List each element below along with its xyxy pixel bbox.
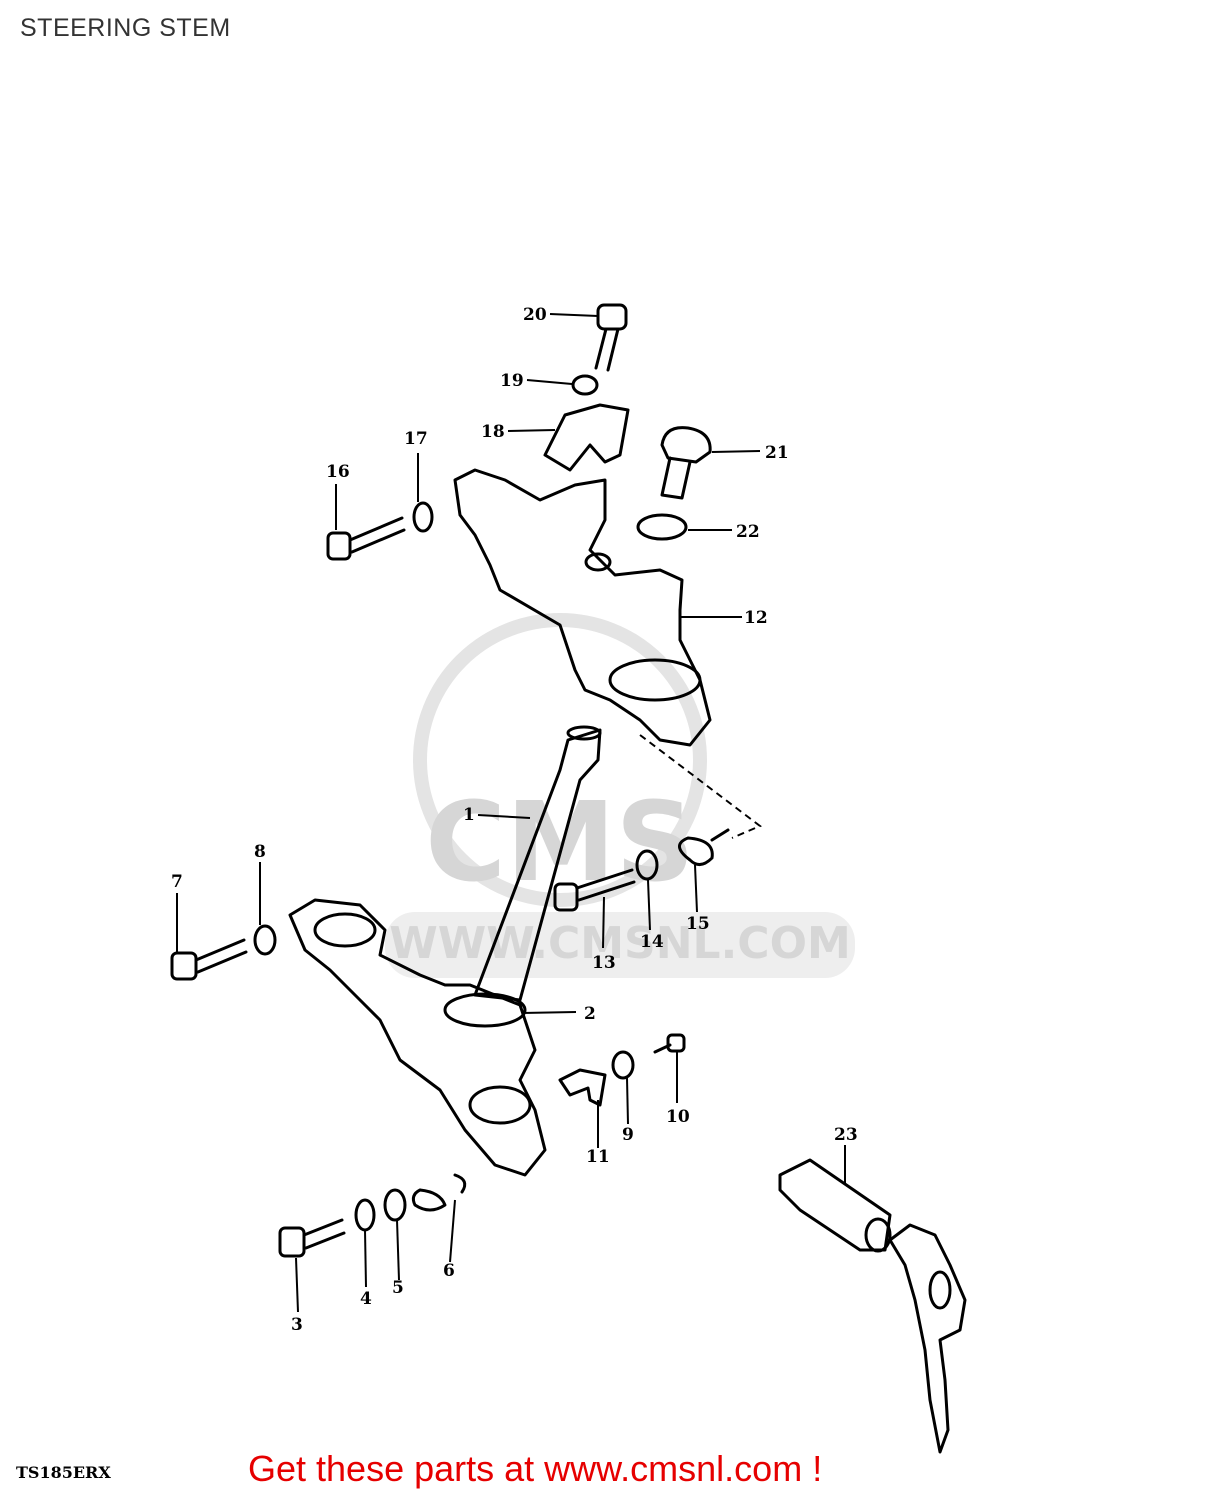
part-20-bolt bbox=[594, 303, 628, 372]
part-2-bearing bbox=[443, 992, 527, 1028]
part-11-guide bbox=[558, 1068, 607, 1107]
callout-2: 2 bbox=[584, 1004, 596, 1024]
callout-13: 13 bbox=[592, 953, 616, 973]
model-code-label: TS185ERX bbox=[16, 1463, 111, 1482]
callout-12: 12 bbox=[744, 608, 768, 628]
part-14-washer bbox=[635, 849, 659, 881]
callout-11: 11 bbox=[586, 1147, 610, 1167]
callout-19: 19 bbox=[500, 371, 524, 391]
leader-lines bbox=[176, 313, 846, 1313]
part-12-upper-bracket bbox=[453, 468, 712, 747]
callout-1: 1 bbox=[463, 805, 475, 825]
promo-link[interactable]: Get these parts at www.cmsnl.com ! bbox=[248, 1448, 823, 1489]
callout-17: 17 bbox=[404, 429, 428, 449]
callout-21: 21 bbox=[765, 443, 789, 463]
part-17-nut bbox=[412, 501, 434, 533]
callout-4: 4 bbox=[360, 1289, 372, 1309]
callout-8: 8 bbox=[254, 842, 266, 862]
part-8-nut bbox=[253, 924, 277, 956]
part-5-washer bbox=[383, 1188, 407, 1222]
callout-15: 15 bbox=[686, 914, 710, 934]
part-16-bolt bbox=[326, 516, 406, 561]
callout-22: 22 bbox=[736, 522, 760, 542]
lower-bracket-fork-hole bbox=[468, 1085, 532, 1125]
callout-14: 14 bbox=[640, 932, 664, 952]
part-3-bolt bbox=[278, 1218, 346, 1258]
lower-bracket-clamp-hole bbox=[313, 912, 377, 948]
callout-18: 18 bbox=[481, 422, 505, 442]
cmsnl-watermark: CMS WWW.CMSNL.COM bbox=[385, 613, 855, 978]
watermark-url-text: WWW.CMSNL.COM bbox=[389, 918, 851, 969]
part-21-bolt bbox=[660, 426, 712, 500]
part-9-nut bbox=[611, 1050, 635, 1080]
callout-23: 23 bbox=[834, 1125, 858, 1145]
part-13-bolt bbox=[553, 868, 636, 912]
callout-16: 16 bbox=[326, 462, 350, 482]
page-title: STEERING STEM bbox=[20, 14, 231, 42]
part-10-screw bbox=[653, 1033, 686, 1054]
callout-6: 6 bbox=[443, 1261, 455, 1281]
part-23-steering-lock bbox=[778, 1158, 967, 1454]
lower-bracket bbox=[288, 898, 547, 1177]
callout-5: 5 bbox=[392, 1278, 404, 1298]
part-19-washer bbox=[571, 374, 599, 396]
callout-20: 20 bbox=[523, 305, 547, 325]
part-6-clip bbox=[411, 1173, 467, 1212]
part-7-bolt bbox=[170, 938, 248, 981]
part-4-nut bbox=[354, 1198, 376, 1232]
callout-7: 7 bbox=[171, 872, 183, 892]
callout-9: 9 bbox=[622, 1125, 634, 1145]
callout-10: 10 bbox=[666, 1107, 690, 1127]
callout-numbers: 1 2 3 4 5 6 7 8 9 10 11 12 13 14 15 16 1… bbox=[171, 305, 858, 1335]
part-15-clip bbox=[678, 828, 730, 866]
watermark-logo-text: CMS bbox=[425, 778, 694, 906]
part-22-washer bbox=[636, 513, 688, 541]
part-1-steering-stem bbox=[473, 725, 602, 1002]
callout-3: 3 bbox=[291, 1315, 303, 1335]
part-18-clamp bbox=[543, 403, 630, 472]
